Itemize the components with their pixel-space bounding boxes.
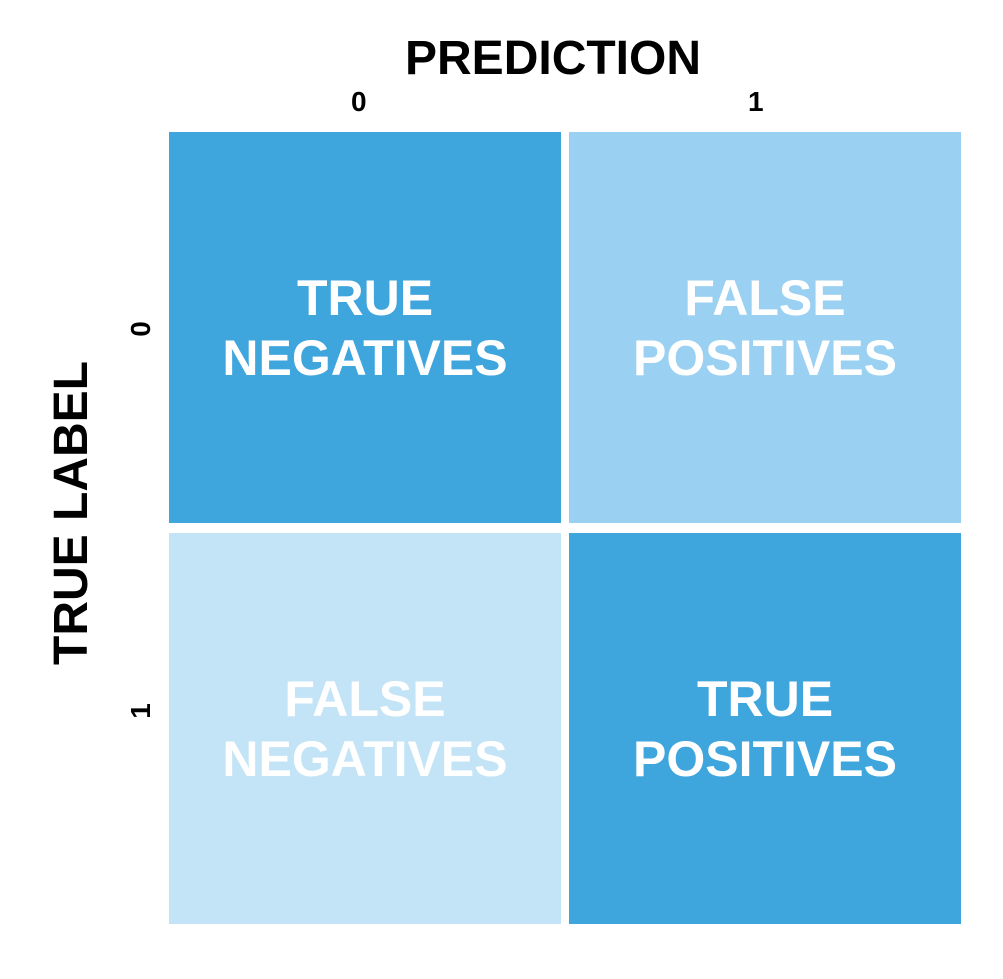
x-tick-1: 1 — [748, 86, 764, 117]
x-axis-title: PREDICTION — [405, 32, 702, 85]
cell-true-positives-label: TRUE POSITIVES — [633, 669, 897, 789]
cell-false-positives-line2: POSITIVES — [633, 329, 897, 386]
cell-false-positives-line1: FALSE — [684, 269, 846, 326]
cell-true-negatives: TRUE NEGATIVES — [169, 132, 561, 523]
cell-true-positives-line1: TRUE — [696, 670, 834, 727]
cell-false-negatives-line2: NEGATIVES — [222, 730, 508, 787]
cell-false-negatives: FALSE NEGATIVES — [169, 533, 561, 924]
cell-true-positives-line2: POSITIVES — [633, 730, 897, 787]
cell-true-negatives-line2: NEGATIVES — [222, 329, 508, 386]
cell-true-positives: TRUE POSITIVES — [569, 533, 961, 924]
y-tick-0: 0 — [125, 321, 156, 337]
cell-false-negatives-label: FALSE NEGATIVES — [222, 669, 507, 789]
x-tick-0: 0 — [351, 86, 367, 117]
cell-true-negatives-line1: TRUE — [296, 269, 434, 326]
y-axis-title: TRUE LABEL — [45, 361, 98, 665]
cell-false-positives-label: FALSE POSITIVES — [633, 268, 897, 388]
cell-true-negatives-label: TRUE NEGATIVES — [222, 268, 507, 388]
y-tick-1: 1 — [125, 703, 156, 719]
cell-false-positives: FALSE POSITIVES — [569, 132, 961, 523]
cell-false-negatives-line1: FALSE — [284, 670, 446, 727]
